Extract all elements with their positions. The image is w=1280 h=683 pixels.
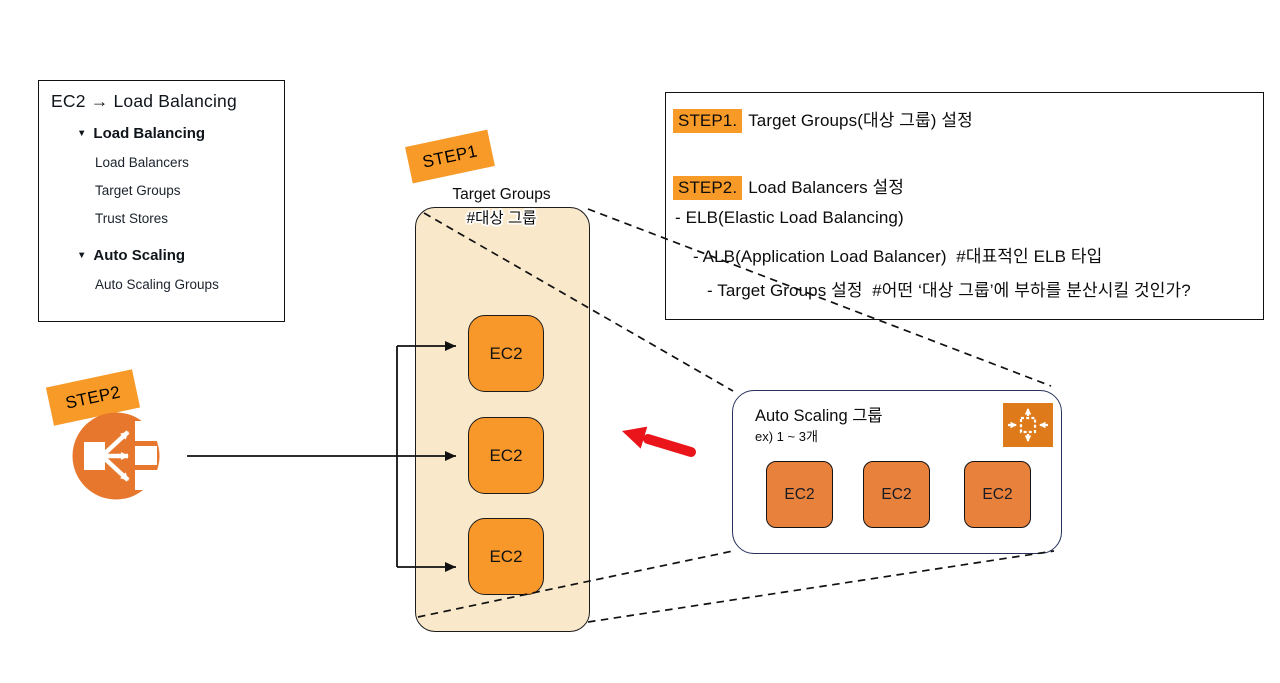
ec2-node: EC2 [468, 315, 544, 392]
step1-line: STEP1. Target Groups(대상 그룹) 설정 [673, 106, 973, 133]
nav-section-auto-scaling[interactable]: ▼ Auto Scaling [77, 247, 185, 265]
nav-section-label: Auto Scaling [93, 247, 186, 264]
target-groups-title: Target Groups [452, 186, 551, 203]
triangle-down-icon: ▼ [77, 128, 87, 139]
elb-line: - ELB(Elastic Load Balancing) [675, 208, 904, 227]
step1-text: Target Groups(대상 그룹) 설정 [748, 111, 973, 130]
target-groups-subtitle: #대상 그룹 [466, 210, 537, 227]
step2-line: STEP2. Load Balancers 설정 [673, 173, 905, 200]
step1-tag: STEP1 [405, 129, 495, 184]
step2-text: Load Balancers 설정 [748, 178, 905, 197]
ec2-node: EC2 [468, 417, 544, 494]
step2-badge: STEP2. [673, 176, 743, 200]
nav-section-label: Load Balancing [93, 125, 206, 142]
ec2-node: EC2 [766, 461, 833, 528]
nav-section-load-balancing[interactable]: ▼ Load Balancing [77, 125, 205, 143]
ec2-node: EC2 [468, 518, 544, 595]
auto-scaling-icon [1003, 403, 1053, 447]
ec2-node: EC2 [863, 461, 930, 528]
nav-item-load-balancers[interactable]: Load Balancers [95, 155, 189, 170]
auto-scaling-subtitle: ex) 1 ~ 3개 [755, 429, 818, 444]
steps-note-box: STEP1. Target Groups(대상 그룹) 설정 STEP2. Load… [665, 92, 1264, 320]
target-groups-line: - Target Groups 설정 #어떤 ‘대상 그룹’에 부하를 분산시킬… [707, 281, 1191, 300]
nav-item-target-groups[interactable]: Target Groups [95, 183, 181, 198]
ec2-node: EC2 [964, 461, 1031, 528]
nav-title: EC2 → Load Balancing [51, 91, 237, 111]
red-arrow [622, 426, 696, 457]
triangle-down-icon: ▼ [77, 250, 87, 261]
target-groups-label: Target Groups #대상 그룹 [415, 186, 588, 228]
nav-item-auto-scaling-groups[interactable]: Auto Scaling Groups [95, 277, 219, 292]
alb-line: - ALB(Application Load Balancer) #대표적인 E… [693, 247, 1103, 266]
auto-scaling-title: Auto Scaling 그룹 [755, 407, 883, 425]
ec2-nav-panel: EC2 → Load Balancing ▼ Load Balancing Loa… [38, 80, 285, 322]
auto-scaling-group-box: Auto Scaling 그룹 ex) 1 ~ 3개 EC2 EC2 EC2 [732, 390, 1062, 554]
step1-badge: STEP1. [673, 109, 743, 133]
elastic-load-balancer-icon [72, 412, 160, 500]
nav-item-trust-stores[interactable]: Trust Stores [95, 211, 169, 226]
